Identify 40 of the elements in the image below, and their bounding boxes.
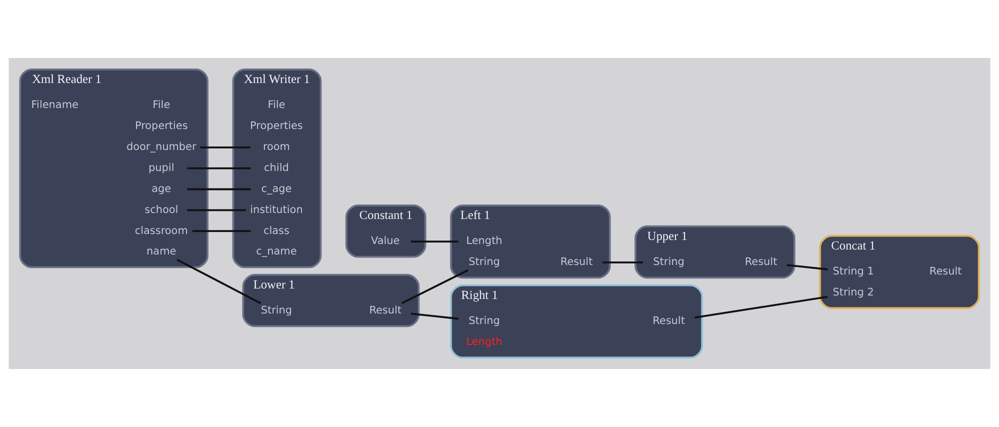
node-text: class <box>263 224 290 237</box>
node-text: String 1 <box>832 266 874 278</box>
node-text: File <box>152 99 170 112</box>
node-text: school <box>144 204 178 216</box>
connector <box>192 230 251 232</box>
connector <box>200 146 250 148</box>
connector <box>411 240 458 242</box>
node-text: Result <box>369 304 402 317</box>
node-text: String <box>468 315 500 328</box>
connector <box>410 312 458 320</box>
connector <box>602 262 643 264</box>
node-text: c_name <box>256 246 297 258</box>
node-text: child <box>264 162 289 174</box>
node-text: String 2 <box>832 286 874 299</box>
connector <box>187 188 251 190</box>
node-text: name <box>146 246 176 258</box>
node-text: c_age <box>261 182 292 195</box>
node-text: Length <box>466 336 502 348</box>
node-text: room <box>262 141 290 154</box>
node-text: Result <box>652 315 685 328</box>
node-text: Result <box>744 256 778 268</box>
node-text: age <box>152 182 172 195</box>
node-text: classroom <box>134 224 188 237</box>
node-text: Value <box>371 235 400 248</box>
node-text: institution <box>250 204 303 216</box>
node-text: String <box>468 256 500 268</box>
node-text: door_number <box>126 141 196 154</box>
node-text: File <box>268 99 286 112</box>
node-text: Properties <box>134 120 188 132</box>
node-text: Length <box>466 235 502 248</box>
node-text: Properties <box>250 120 303 132</box>
node-text: String <box>653 256 684 268</box>
node-text: String <box>260 304 292 317</box>
connector <box>187 209 246 212</box>
connector <box>176 258 262 304</box>
connector <box>187 167 251 170</box>
node-text: Result <box>929 266 962 278</box>
node-text: pupil <box>148 162 174 174</box>
node-text: Result <box>560 256 593 268</box>
node-text: Filename <box>31 99 78 112</box>
